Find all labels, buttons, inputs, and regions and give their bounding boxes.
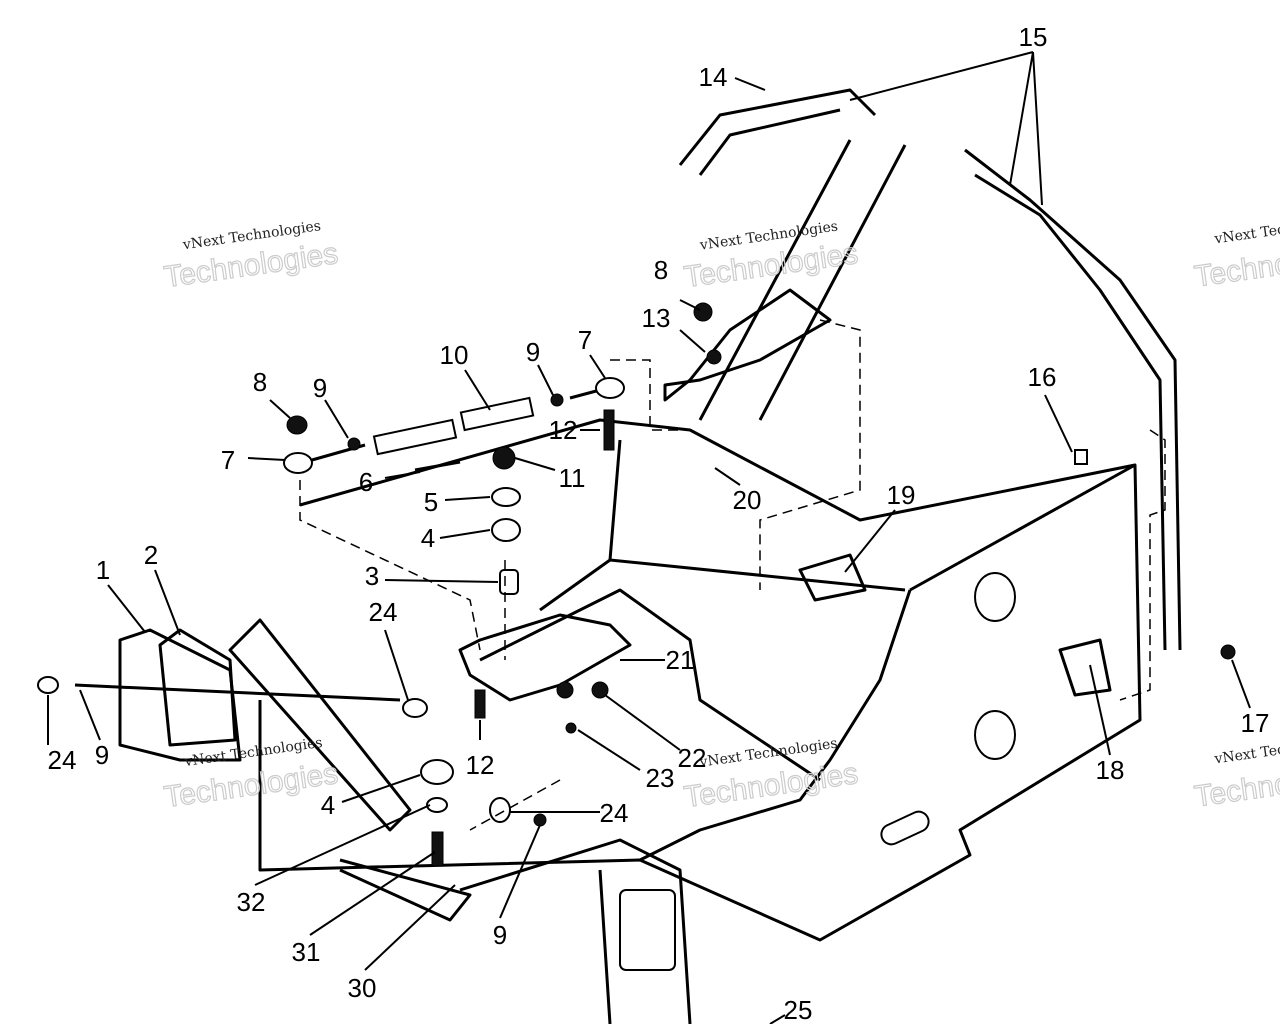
watermark-text: Technologies bbox=[1192, 756, 1280, 813]
callout: 31 bbox=[292, 937, 321, 967]
callout-labels: 15 14 8 13 10 9 7 8 9 7 12 6 11 20 19 16… bbox=[48, 22, 1270, 1024]
callout: 13 bbox=[642, 303, 671, 333]
callout: 2 bbox=[144, 540, 158, 570]
callout: 25 bbox=[784, 995, 813, 1024]
watermark: Technologies vNext Technologies bbox=[1192, 732, 1280, 814]
callout: 12 bbox=[549, 415, 578, 445]
watermark-text: vNext Technologies bbox=[1213, 212, 1280, 247]
callout: 15 bbox=[1019, 22, 1048, 52]
alignment-lines bbox=[299, 319, 1166, 831]
callout: 24 bbox=[48, 745, 77, 775]
watermark: Technologies vNext Technologies bbox=[162, 218, 341, 295]
callout: 9 bbox=[493, 920, 507, 950]
callout: 4 bbox=[321, 790, 335, 820]
callout: 8 bbox=[654, 255, 668, 285]
callout: 6 bbox=[359, 467, 373, 497]
callout: 1 bbox=[96, 555, 110, 585]
callout: 24 bbox=[369, 597, 398, 627]
callout: 17 bbox=[1241, 708, 1270, 738]
callout: 22 bbox=[678, 743, 707, 773]
callout: 16 bbox=[1028, 362, 1057, 392]
callout: 5 bbox=[424, 487, 438, 517]
callout: 12 bbox=[466, 750, 495, 780]
callout: 19 bbox=[887, 480, 916, 510]
callout: 20 bbox=[733, 485, 762, 515]
callout: 9 bbox=[313, 373, 327, 403]
callout: 9 bbox=[95, 740, 109, 770]
callout: 9 bbox=[526, 337, 540, 367]
watermark: Technologies vNext Technologies bbox=[1192, 212, 1280, 294]
callout: 8 bbox=[253, 367, 267, 397]
callout: 14 bbox=[699, 62, 728, 92]
callout: 32 bbox=[237, 887, 266, 917]
leader-lines bbox=[47, 51, 1251, 1024]
callout: 30 bbox=[348, 973, 377, 1003]
callout: 3 bbox=[365, 561, 379, 591]
callout: 4 bbox=[421, 523, 435, 553]
callout: 7 bbox=[578, 325, 592, 355]
linkage-parts bbox=[37, 302, 1236, 867]
callout: 10 bbox=[440, 340, 469, 370]
watermark-text: Technologies bbox=[1192, 236, 1280, 293]
callout: 18 bbox=[1096, 755, 1125, 785]
frame-drawing bbox=[74, 88, 1182, 1024]
callout: 21 bbox=[666, 645, 695, 675]
callout: 23 bbox=[646, 763, 675, 793]
callout: 24 bbox=[600, 798, 629, 828]
callout: 11 bbox=[559, 463, 586, 493]
watermark: Technologies vNext Technologies bbox=[162, 735, 341, 815]
callout: 7 bbox=[221, 445, 235, 475]
